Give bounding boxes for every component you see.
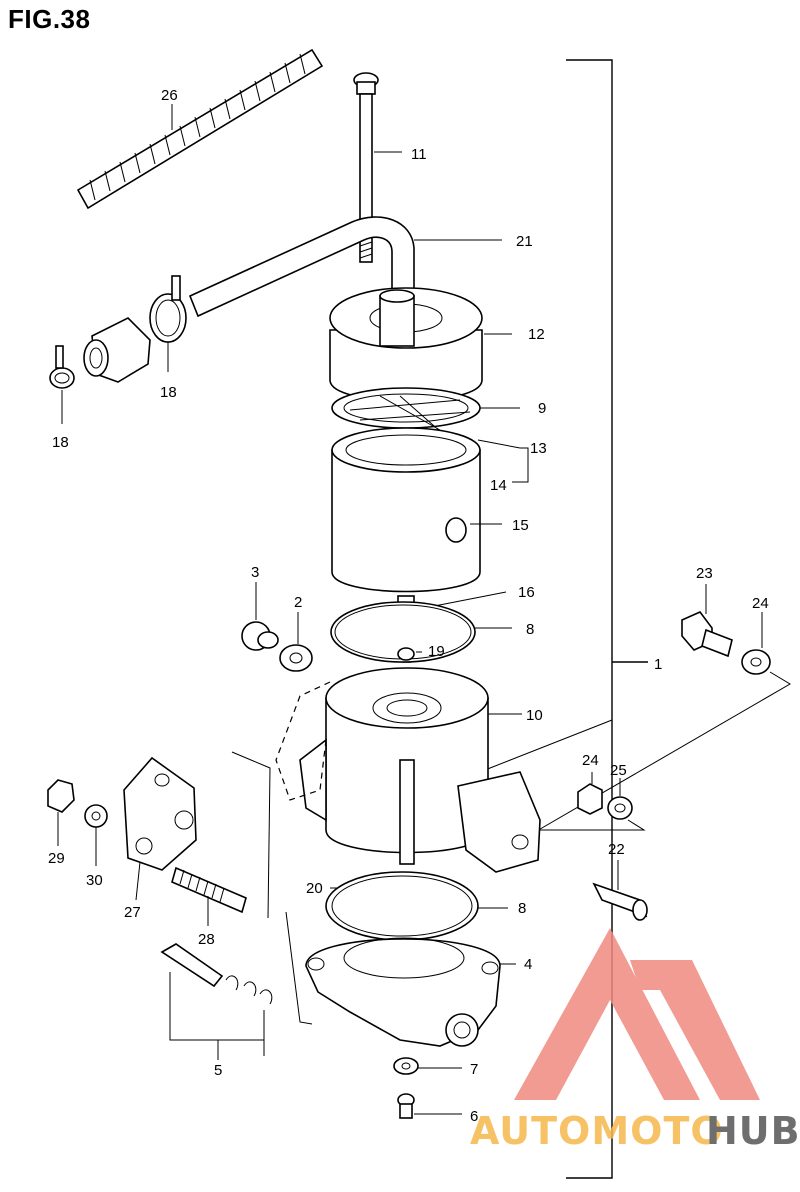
part-labels: 26 11 21 12 18 18 9 13 14 15 3 2 16 8 19… [48, 87, 769, 1125]
watermark-word-light: AUTOMOTO [470, 1109, 724, 1153]
callout-14: 14 [490, 477, 507, 494]
callout-18-upper: 18 [160, 384, 177, 401]
hose-fitting [83, 317, 151, 383]
coupling-pin [397, 647, 422, 661]
callout-26: 26 [161, 87, 178, 104]
callout-24-lower: 24 [582, 752, 599, 769]
spring-washer-right [540, 778, 646, 831]
motor-housing [331, 427, 502, 593]
hose-clamp-lower [49, 345, 75, 424]
callout-2: 2 [294, 594, 302, 611]
callout-3: 3 [251, 564, 259, 581]
screw-small [397, 1093, 462, 1119]
pump-body [299, 667, 541, 873]
callout-10: 10 [526, 707, 543, 724]
callout-9: 9 [538, 400, 546, 417]
callout-20: 20 [306, 880, 323, 897]
mounting-washer [534, 612, 791, 833]
hose-clamp-upper [149, 275, 187, 372]
assembly-bracket [484, 59, 648, 1179]
callout-27: 27 [124, 904, 141, 921]
callout-7: 7 [470, 1061, 478, 1078]
callout-15: 15 [512, 517, 529, 534]
callout-8-upper: 8 [526, 621, 534, 638]
callout-1: 1 [654, 656, 662, 673]
callout-12: 12 [528, 326, 545, 343]
spring-washer-left [84, 804, 108, 866]
bolt-cap [241, 582, 279, 651]
watermark-triangle-icon [514, 928, 700, 1100]
stud-bolt-left [171, 866, 247, 926]
stud-bolt-right [592, 860, 648, 921]
callout-28: 28 [198, 931, 215, 948]
watermark-chevron-icon [630, 960, 760, 1100]
flange-gasket [123, 756, 197, 901]
callout-23: 23 [696, 565, 713, 582]
washer [279, 612, 313, 672]
o-ring-upper [330, 601, 512, 663]
callout-8-lower: 8 [518, 900, 526, 917]
callout-29: 29 [48, 850, 65, 867]
hex-nut-right [577, 772, 603, 815]
callout-19: 19 [428, 643, 445, 660]
callout-30: 30 [86, 872, 103, 889]
pump-body-hidden-outline [231, 681, 331, 1025]
armature-spring-assembly [331, 387, 529, 483]
callout-11: 11 [411, 146, 427, 163]
pump-base [305, 937, 516, 1047]
relief-valve-set [160, 943, 273, 1060]
watermark-logo: AUTOMOTO HUB [470, 928, 800, 1153]
washer-small [393, 1057, 462, 1075]
callout-24-upper: 24 [752, 595, 769, 612]
callout-21: 21 [516, 233, 533, 250]
watermark-word-dark: HUB [706, 1109, 800, 1153]
callout-6: 6 [470, 1108, 478, 1125]
pump-cap [329, 287, 512, 402]
spiral-wrap [76, 48, 324, 210]
o-ring-lower [325, 871, 508, 941]
callout-5: 5 [214, 1062, 222, 1079]
callout-16: 16 [518, 584, 535, 601]
callout-4: 4 [524, 956, 532, 973]
callout-25: 25 [610, 762, 627, 779]
callout-13: 13 [530, 440, 547, 457]
figure-title: FIG.38 [8, 4, 91, 34]
callout-18-lower: 18 [52, 434, 69, 451]
callout-22: 22 [608, 841, 625, 858]
mounting-bolt [681, 584, 733, 658]
hex-nut-left [47, 779, 75, 846]
